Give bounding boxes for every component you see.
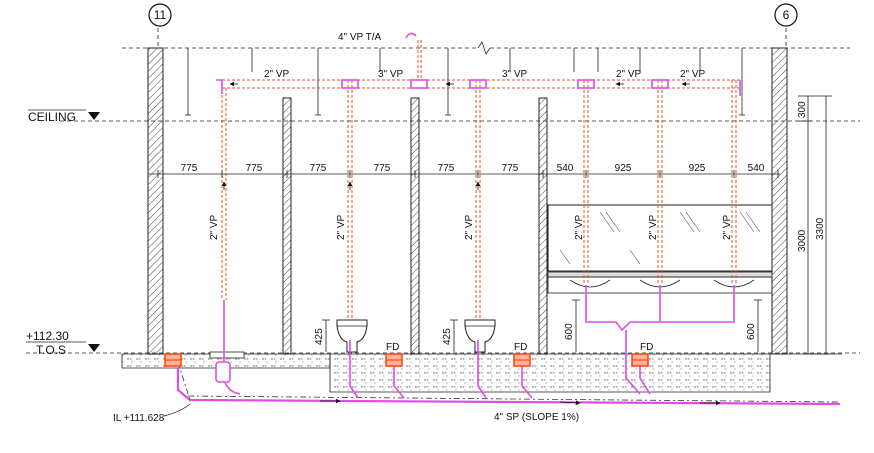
vent-label-h4: 2" VP: [616, 69, 642, 80]
floor-level: +112.30 T.O.S: [26, 329, 860, 357]
basin-height-2: 600: [746, 323, 757, 340]
tos-label: T.O.S: [36, 343, 66, 357]
slab-top-line: [122, 41, 850, 55]
dim-3000: 3000: [797, 229, 808, 252]
ceiling-label: CEILING: [28, 110, 76, 124]
water-closet-2: [464, 319, 496, 353]
vent-label-v6: 2" VP: [722, 214, 733, 240]
fixture-height-dims: 425 425 600 600: [314, 299, 762, 352]
dim-300: 300: [797, 101, 808, 118]
right-vertical-dims: 300 3000 3300: [797, 95, 832, 355]
bay-width-6: 775: [502, 163, 519, 174]
fd-label-1: FD: [386, 342, 399, 353]
hanger-rods: [185, 48, 745, 116]
walls: [147, 47, 788, 355]
bay-width-7: 540: [557, 163, 574, 174]
vent-label-h3: 3" VP: [502, 69, 528, 80]
vent-label-h2: 3" VP: [378, 69, 404, 80]
bay-width-9: 925: [689, 163, 706, 174]
floor-drain-left: [164, 353, 182, 367]
vent-label-v1: 2" VP: [209, 214, 220, 240]
grid-marker-left: 11: [148, 3, 172, 48]
vent-label-v3: 2" VP: [464, 214, 475, 240]
floor-drain-2: FD: [513, 342, 531, 367]
wc-height-1: 425: [314, 328, 325, 345]
bay-width-1: 775: [181, 163, 198, 174]
sewer-pipe-label: 4" SP (SLOPE 1%): [494, 412, 579, 423]
bay-width-8: 925: [615, 163, 632, 174]
vent-top-label: 4" VP T/A: [338, 32, 382, 43]
floor-drain-1: FD: [385, 342, 403, 367]
fd-label-3: FD: [640, 342, 653, 353]
tos-level-label: +112.30: [26, 329, 69, 343]
grid-marker-right: 6: [774, 3, 798, 48]
vent-label-v5: 2" VP: [648, 214, 659, 240]
bay-width-4: 775: [374, 163, 391, 174]
invert-level: IL +111.628: [113, 403, 191, 424]
vent-pipes: [216, 32, 741, 320]
grid-marker-right-label: 6: [783, 8, 790, 22]
soil-pipes: [176, 285, 841, 406]
invert-level-label: IL +111.628: [113, 413, 165, 424]
bay-width-5: 775: [438, 163, 455, 174]
vanity-area: [547, 204, 773, 294]
basin-height-1: 600: [564, 323, 575, 340]
bay-dimensions: 775 775 775 775 775 775 540 925 925 540: [148, 163, 780, 178]
floor-drain-3: FD: [631, 342, 653, 367]
vent-label-v4: 2" VP: [574, 214, 585, 240]
vent-label-h1: 2" VP: [264, 69, 290, 80]
bay-width-3: 775: [310, 163, 327, 174]
bay-width-2: 775: [246, 163, 263, 174]
fd-label-2: FD: [514, 342, 527, 353]
vent-label-v2: 2" VP: [336, 214, 347, 240]
ceiling-level: CEILING: [28, 109, 860, 124]
grid-marker-left-label: 11: [154, 8, 167, 22]
bay-width-10: 540: [748, 163, 765, 174]
vent-label-h5: 2" VP: [680, 69, 706, 80]
wc-height-2: 425: [442, 328, 453, 345]
dim-3300: 3300: [815, 217, 826, 240]
water-closet-1: [336, 319, 368, 353]
